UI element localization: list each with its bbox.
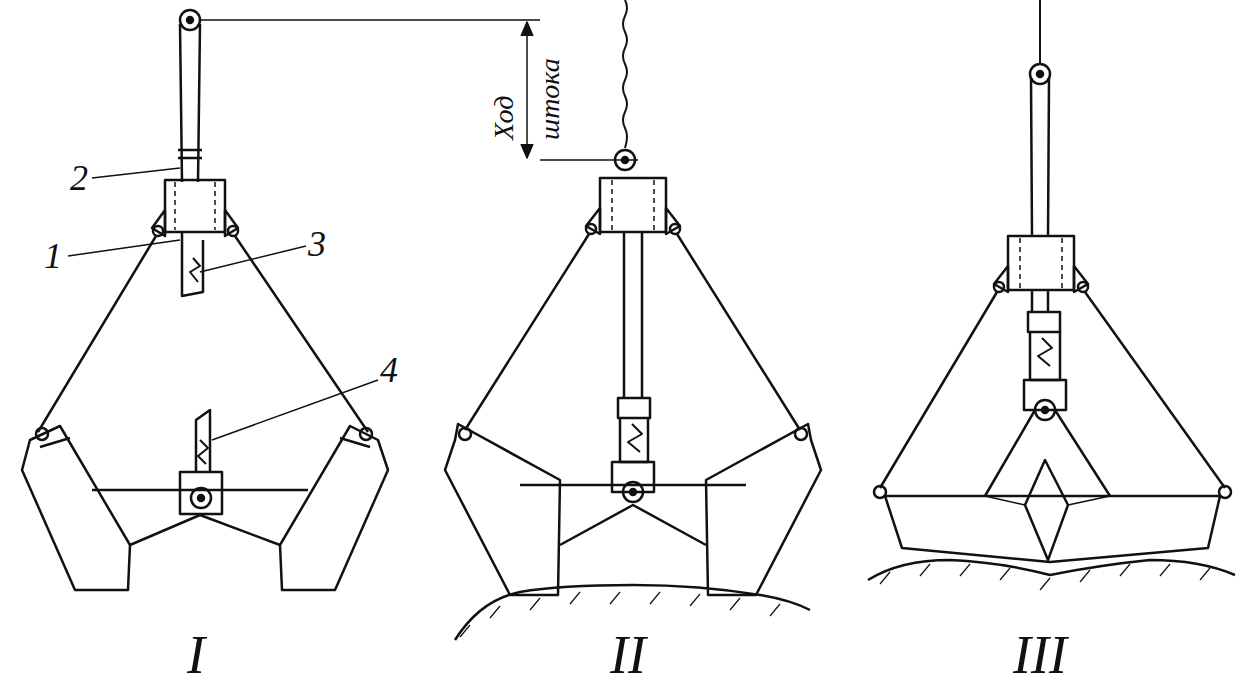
callout-number: 1 (44, 238, 62, 274)
view-numeral: II (610, 628, 646, 682)
callout-number: 2 (70, 160, 88, 196)
dimension-label: Ход штока (481, 40, 573, 140)
view-numeral: III (1013, 628, 1067, 682)
grab-closed (868, 0, 1235, 590)
grab-open (22, 10, 388, 590)
stroke-dimension (200, 20, 638, 160)
callout-number: 3 (308, 226, 326, 262)
view-numeral: I (187, 628, 205, 682)
leader-lines (68, 168, 378, 440)
callout-number: 4 (380, 352, 398, 388)
grab-lowered (445, 0, 821, 640)
